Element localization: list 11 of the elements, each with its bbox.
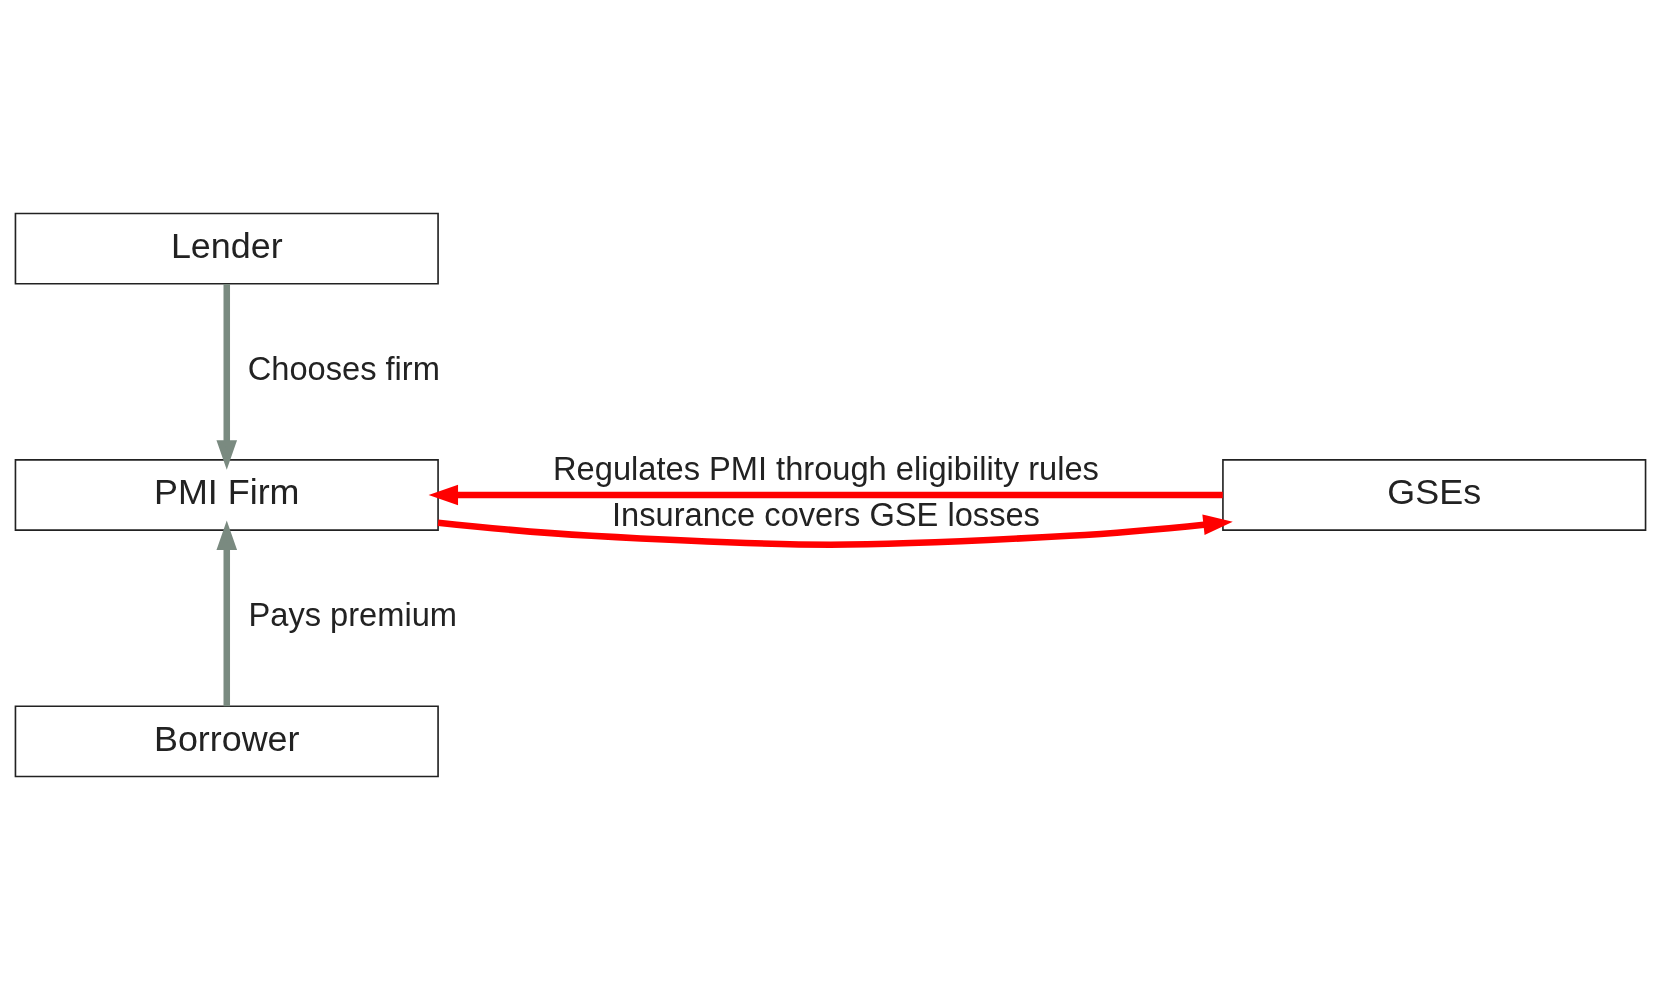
node-box: GSEs	[1222, 459, 1647, 531]
node-box: PMI Firm	[14, 459, 439, 531]
edge-label: Pays premium	[248, 596, 458, 634]
edge-label: Regulates PMI through eligibility rules	[553, 450, 1099, 488]
arrow	[216, 520, 238, 707]
edge-label: Chooses firm	[247, 349, 440, 387]
node-box: Lender	[14, 212, 439, 285]
node-box: Borrower	[14, 705, 439, 778]
edge-label: Insurance covers GSE losses	[611, 496, 1040, 533]
arrow	[437, 514, 1233, 548]
arrow	[216, 284, 238, 470]
